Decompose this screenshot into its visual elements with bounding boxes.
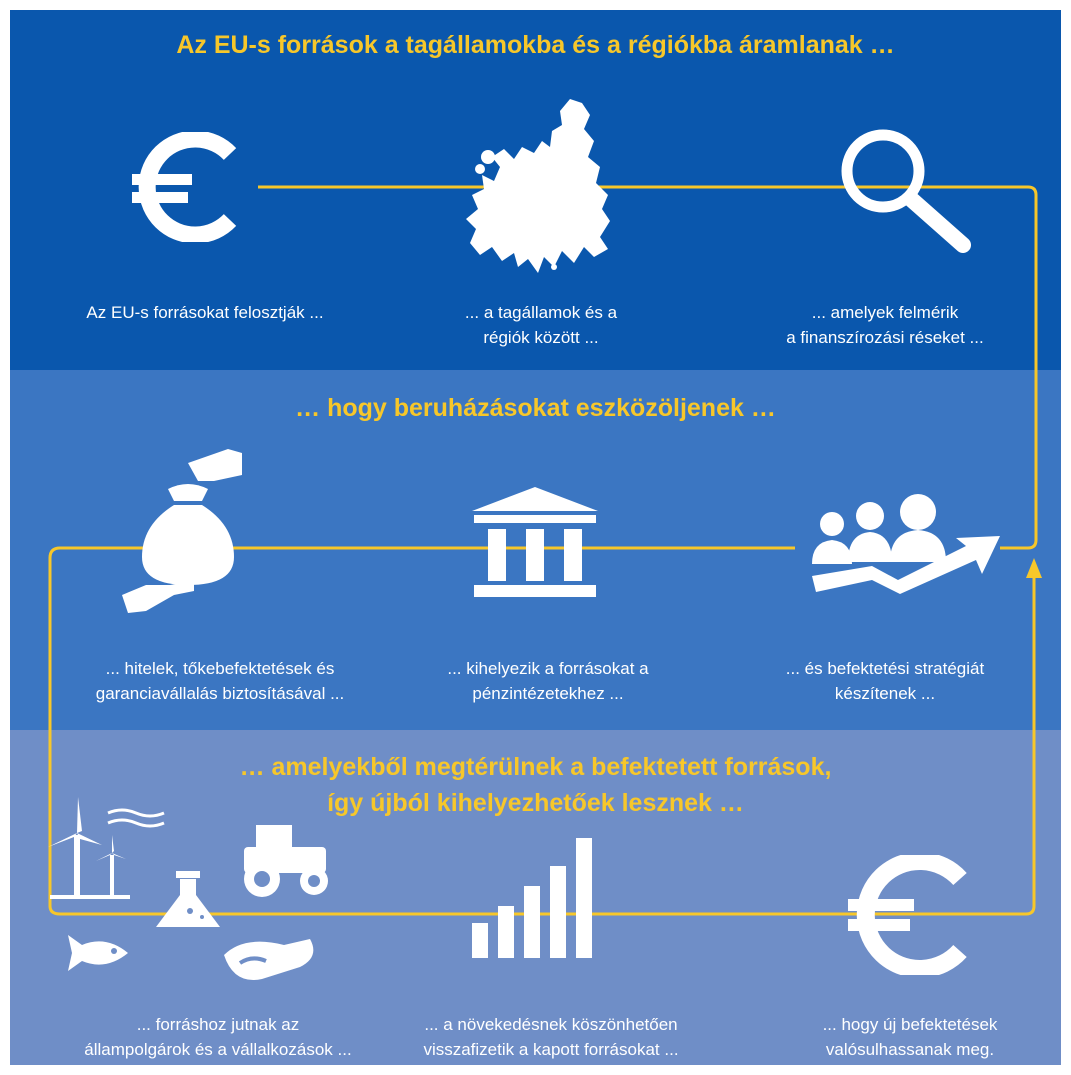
caption-line: visszafizetik a kapott forrásokat ... — [423, 1040, 679, 1059]
caption-line: ... hogy új befektetések — [822, 1015, 998, 1034]
step-caption-2: ... a tagállamok és a régiók között ... — [376, 300, 706, 350]
caption-line: ... amelyek felmérik — [811, 303, 959, 322]
step-caption-3: ... amelyek felmérik a finanszírozási ré… — [720, 300, 1050, 350]
heading-middle: … hogy beruházásokat eszközöljenek … — [295, 394, 776, 422]
heading-bottom-line1: … amelyekből megtérülnek a befektetett f… — [239, 753, 832, 781]
caption-line: régiók között ... — [483, 328, 599, 347]
euro-icon — [132, 132, 237, 242]
caption-line: ... a tagállamok és a — [464, 303, 618, 322]
caption-line: Az EU-s forrásokat felosztják ... — [86, 303, 324, 322]
sectors-icon — [48, 797, 328, 980]
people-growth-icon — [812, 494, 1000, 594]
caption-line: valósulhassanak meg. — [825, 1040, 995, 1059]
heading-top: Az EU-s források a tagállamokba és a rég… — [176, 31, 895, 59]
caption-line: ... kihelyezik a forrásokat a — [447, 659, 649, 678]
caption-line: ... és befektetési stratégiát — [785, 659, 985, 678]
bar-chart-icon — [472, 838, 592, 958]
caption-line: készítenek ... — [834, 684, 936, 703]
caption-line: a finanszírozási réseket ... — [786, 328, 984, 347]
heading-bottom-line2: így újból kihelyezhetőek lesznek … — [327, 789, 744, 817]
step-caption-1: Az EU-s forrásokat felosztják ... — [40, 300, 370, 325]
step-caption-4: ... és befektetési stratégiát készítenek… — [720, 656, 1050, 706]
euro-icon — [848, 855, 967, 975]
step-caption-5: ... kihelyezik a forrásokat a pénzintéze… — [383, 656, 713, 706]
bank-icon — [472, 487, 598, 597]
money-bag-hands-icon — [122, 449, 242, 613]
step-caption-8: ... a növekedésnek köszönhetően visszafi… — [386, 1012, 716, 1062]
caption-line: pénzintézetekhez ... — [472, 684, 624, 703]
europe-map-icon — [466, 99, 610, 273]
step-caption-9: ... hogy új befektetések valósulhassanak… — [745, 1012, 1071, 1062]
caption-line: ... forráshoz jutnak az — [136, 1015, 300, 1034]
caption-line: garanciavállalás biztosításával ... — [95, 684, 345, 703]
step-caption-7: ... forráshoz jutnak az állampolgárok és… — [53, 1012, 383, 1062]
caption-line: ... a növekedésnek köszönhetően — [424, 1015, 678, 1034]
caption-line: ... hitelek, tőkebefektetések és — [105, 659, 335, 678]
caption-line: állampolgárok és a vállalkozások ... — [84, 1040, 352, 1059]
magnifier-icon — [841, 129, 971, 253]
step-caption-6: ... hitelek, tőkebefektetések és garanci… — [55, 656, 385, 706]
